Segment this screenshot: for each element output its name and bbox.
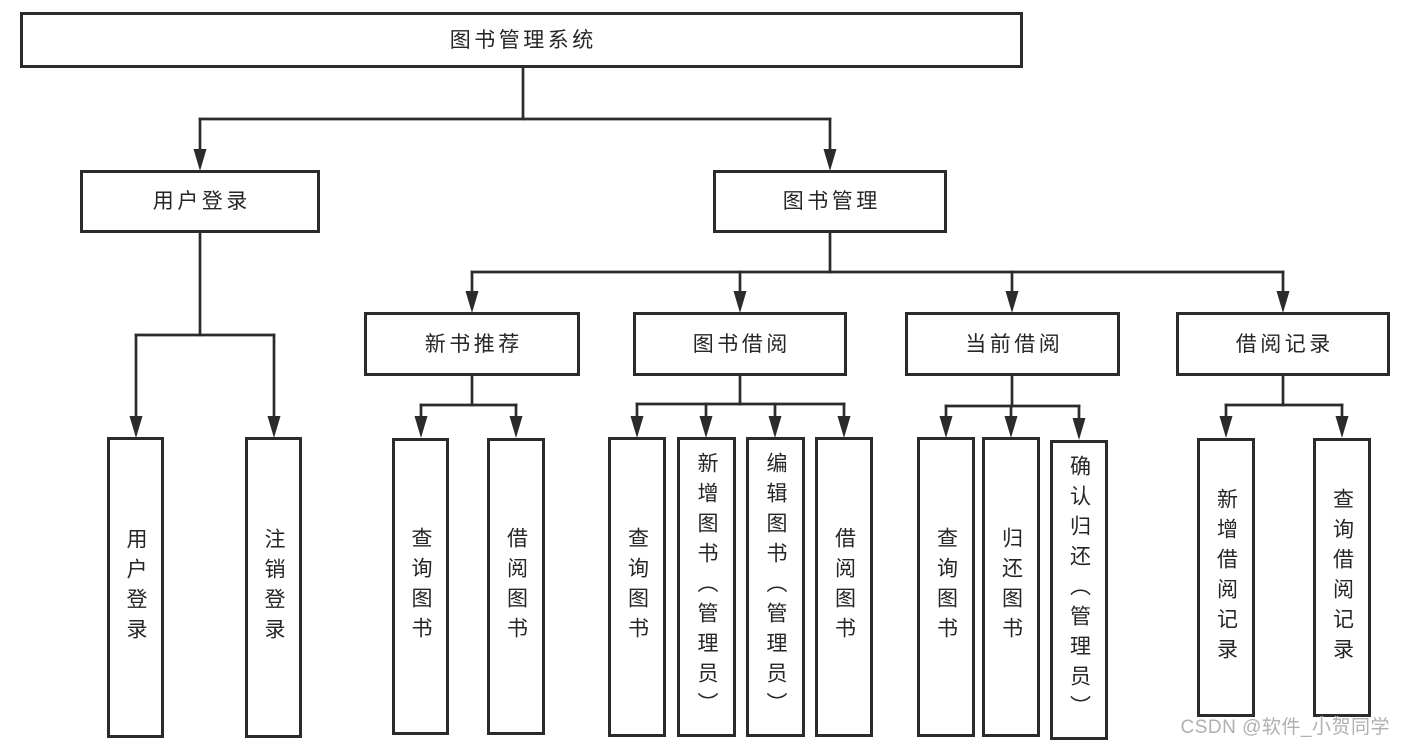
node-label: 查询图书	[625, 527, 649, 647]
arrowhead	[699, 416, 713, 438]
node-label: 当前借阅	[965, 332, 1064, 356]
arrowhead	[1335, 416, 1349, 438]
leaf-query-books-borrow: 查询图书	[608, 437, 666, 737]
arrowhead	[823, 149, 837, 171]
leaf-return-books: 归还图书	[982, 437, 1040, 737]
leaf-query-books-current: 查询图书	[917, 437, 975, 737]
node-book-borrowing: 图书借阅	[633, 312, 847, 376]
arrowhead	[1005, 291, 1019, 313]
node-label: 查询图书	[409, 526, 432, 647]
node-label: 新增图书（管理员）	[695, 452, 718, 722]
watermark: CSDN @软件_小贺同学	[1180, 717, 1390, 738]
leaf-edit-books-admin: 编辑图书（管理员）	[746, 437, 805, 737]
arrowhead	[129, 416, 143, 438]
arrowhead	[1219, 416, 1233, 438]
node-label: 用户登录	[152, 190, 251, 213]
node-label: 借阅记录	[1235, 332, 1334, 356]
node-label: 新增借阅记录	[1214, 487, 1238, 668]
leaf-add-borrow-record: 新增借阅记录	[1197, 438, 1255, 717]
arrowhead	[1072, 418, 1086, 440]
arrowhead	[733, 291, 747, 313]
arrowhead	[939, 416, 953, 438]
node-label: 查询图书	[934, 527, 958, 647]
leaf-borrow-books: 借阅图书	[815, 437, 873, 737]
connector-book-management	[465, 230, 1290, 313]
connector-root	[193, 64, 837, 171]
arrowhead	[267, 416, 281, 438]
arrowhead	[414, 416, 428, 438]
node-label: 用户登录	[124, 527, 147, 648]
node-library-system: 图书管理系统	[20, 12, 1023, 68]
node-borrowing-records: 借阅记录	[1176, 312, 1390, 376]
connector-user-login	[129, 230, 281, 438]
node-user-login: 用户登录	[80, 170, 320, 233]
connector-current-borrowing	[939, 373, 1086, 440]
leaf-borrow-books-recommend: 借阅图书	[487, 438, 545, 735]
node-label: 图书管理	[782, 190, 881, 213]
leaf-logout: 注销登录	[245, 437, 302, 738]
leaf-add-books-admin: 新增图书（管理员）	[677, 437, 736, 737]
node-label: 图书管理系统	[449, 28, 597, 52]
arrowhead	[193, 149, 207, 171]
node-label: 借阅图书	[832, 527, 856, 647]
node-current-borrowing: 当前借阅	[905, 312, 1120, 376]
arrowhead	[630, 416, 644, 438]
arrowhead	[509, 416, 523, 438]
node-label: 编辑图书（管理员）	[764, 452, 787, 722]
node-label: 注销登录	[262, 527, 285, 648]
node-label: 查询借阅记录	[1330, 487, 1354, 668]
node-new-book-recommendation: 新书推荐	[364, 312, 580, 376]
leaf-confirm-return-admin: 确认归还（管理员）	[1050, 440, 1108, 740]
arrowhead	[465, 291, 479, 313]
arrowhead	[1276, 291, 1290, 313]
node-label: 确认归还（管理员）	[1067, 455, 1091, 725]
node-book-management: 图书管理	[713, 170, 947, 233]
node-label: 图书借阅	[692, 332, 791, 356]
arrowhead	[768, 416, 782, 438]
connector-new-book-recommendation	[414, 373, 523, 438]
arrowhead	[1004, 416, 1018, 438]
node-label: 借阅图书	[504, 526, 528, 647]
leaf-user-login: 用户登录	[107, 437, 164, 738]
node-label: 归还图书	[999, 527, 1023, 647]
leaf-query-borrow-record: 查询借阅记录	[1313, 438, 1371, 717]
node-label: 新书推荐	[424, 332, 523, 356]
connector-book-borrowing	[630, 373, 851, 438]
leaf-query-books-recommend: 查询图书	[392, 438, 449, 735]
arrowhead	[837, 416, 851, 438]
connector-borrowing-records	[1219, 373, 1349, 438]
